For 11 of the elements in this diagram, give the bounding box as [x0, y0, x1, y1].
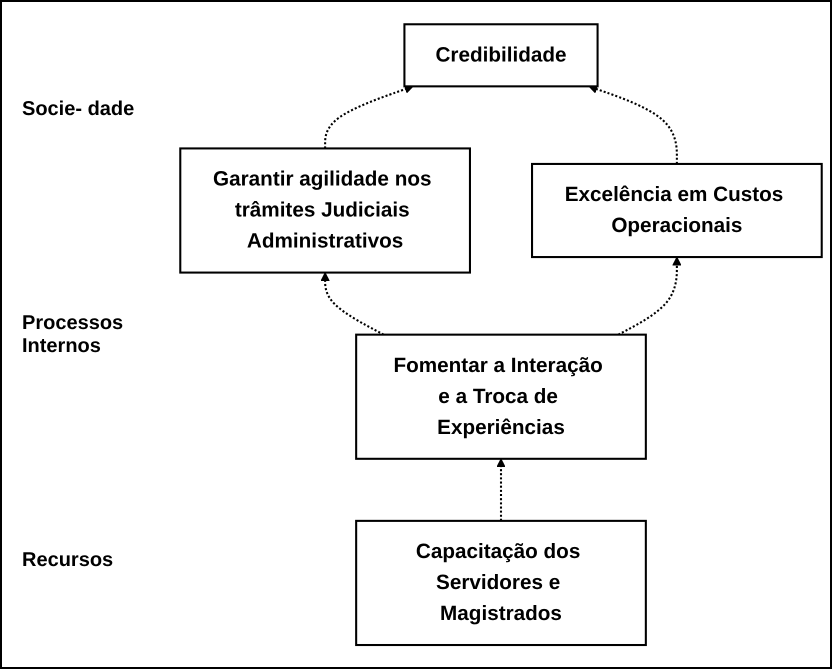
lane-label: Processos Internos	[22, 312, 124, 358]
arrow	[324, 84, 414, 148]
arrow	[588, 84, 678, 164]
node-box: Garantir agilidade nos trâmites Judiciais Administrativos	[179, 147, 471, 274]
arrow	[496, 458, 506, 521]
node-box: Fomentar a Interação e a Troca de Experiências	[355, 333, 647, 460]
node-box: Capacitação dos Servidores e Magistrados	[355, 520, 647, 646]
node-box: Credibilidade	[403, 23, 599, 88]
lane-label: Recursos	[22, 548, 114, 572]
node-box: Excelência em Custos Operacionais	[531, 162, 823, 258]
lane-label: Socie- dade	[22, 98, 136, 120]
